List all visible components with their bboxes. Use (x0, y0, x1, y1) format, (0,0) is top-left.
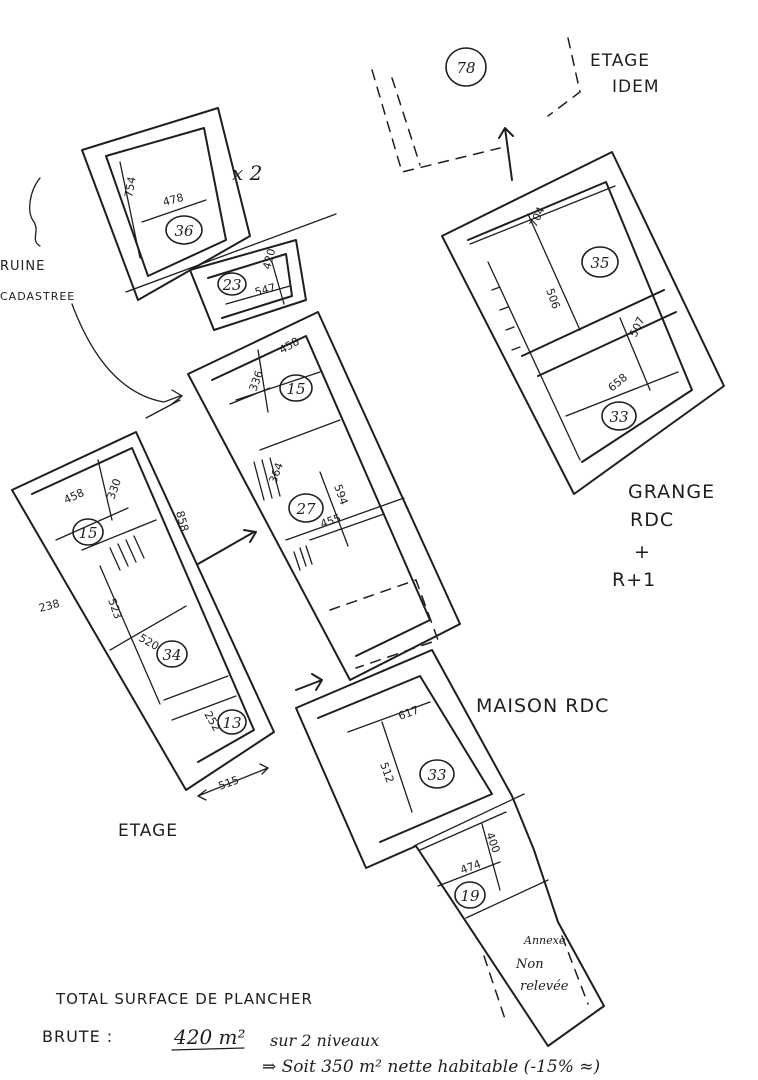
area-circle (581, 246, 619, 278)
grange-label-2: RDC (630, 509, 674, 531)
area-circle (165, 215, 203, 245)
room-area-13: 13 (222, 714, 241, 732)
top-left-block: 754 478 36 x 2 547 420 23 (81, 107, 337, 331)
area-circle (288, 493, 324, 523)
dim-15e-a: 458 (62, 486, 87, 507)
area-circle (445, 47, 487, 87)
dim-27-c: 364 (267, 461, 286, 485)
room-area-36: 36 (174, 222, 194, 240)
area-circle (601, 401, 637, 431)
dim-27-a: 455 (319, 511, 343, 530)
etage-idem-block: 78 ETAGE IDEM (371, 37, 660, 181)
room-area-15-maison: 15 (286, 380, 305, 398)
totals-line-1: TOTAL SURFACE DE PLANCHER (55, 990, 313, 1008)
dim-15m-b: 336 (247, 369, 266, 393)
dim-15m-a: 458 (277, 335, 302, 357)
dim-27-b: 594 (331, 483, 350, 507)
etage-idem-label-1: ETAGE (590, 51, 650, 71)
room-area-33-grange: 33 (609, 408, 628, 426)
dim-33m-a: 617 (397, 703, 421, 722)
room-area-23: 23 (221, 276, 241, 294)
grange-label-plus: + (634, 541, 651, 563)
maison-rdc-block: 617 512 33 474 400 19 Annexe Non relevée… (295, 649, 609, 1047)
room-area-15-etage: 15 (78, 524, 97, 542)
ruine-label-group: RUINE CADASTREE (0, 177, 184, 405)
totals-net: ⇒ Soit 350 m² nette habitable (-15% ≈) (262, 1057, 600, 1077)
dim-etage-width: 515 (217, 773, 241, 792)
totals-block: TOTAL SURFACE DE PLANCHER BRUTE : 420 m²… (42, 990, 600, 1077)
annexe-label-2: Non (515, 957, 544, 972)
area-circle (419, 759, 455, 789)
area-circle (279, 374, 313, 402)
totals-levels: sur 2 niveaux (270, 1031, 379, 1050)
maison-block: 458 336 15 455 594 364 27 (145, 311, 461, 681)
dim-34-a: 523 (105, 597, 124, 621)
dim-33m-b: 512 (377, 761, 396, 785)
annexe-label-1: Annexe (523, 934, 566, 947)
totals-brute-value: 420 m² (173, 1025, 246, 1049)
area-circle (217, 709, 247, 735)
maison-rdc-label: MAISON RDC (476, 695, 609, 717)
etage-block: 458 330 15 523 520 34 252 13 858 238 515… (11, 431, 275, 841)
dim-23-b: 420 (260, 247, 278, 271)
room-area-35: 35 (590, 254, 609, 272)
dim-19-b: 400 (483, 831, 502, 855)
area-circle (156, 640, 188, 668)
dim-etage-total: 858 (173, 509, 191, 533)
etage-idem-label-2: IDEM (612, 77, 660, 97)
area-circle (217, 272, 247, 296)
dim-13-a: 252 (201, 709, 223, 734)
area-circle (72, 518, 104, 546)
etage-label: ETAGE (118, 821, 178, 841)
ruine-label-2: CADASTREE (0, 290, 75, 303)
area-circle (454, 881, 486, 909)
ruine-label-1: RUINE (0, 259, 45, 274)
dim-15e-b: 330 (105, 477, 124, 501)
times-two-label: x 2 (232, 161, 262, 185)
room-area-34: 34 (162, 646, 181, 664)
dim-23-a: 547 (253, 281, 277, 299)
dim-33g-a: 658 (606, 371, 630, 394)
grange-label-1: GRANGE (628, 481, 715, 503)
dim-etage-left: 238 (37, 597, 61, 615)
room-area-27: 27 (295, 500, 316, 518)
dim-19-a: 474 (459, 857, 483, 876)
room-area-33-maison: 33 (427, 766, 446, 784)
grange-label-3: R+1 (612, 569, 656, 591)
room-area-19: 19 (460, 887, 480, 905)
totals-brute: BRUTE : (42, 1027, 113, 1046)
annexe-label-3: relevée (520, 979, 569, 994)
room-area-78: 78 (456, 59, 475, 77)
dim-36-b: 754 (122, 176, 138, 199)
grange-block: 704 506 35 658 507 33 GRANGE RDC + R+1 (441, 151, 725, 591)
dim-36-a: 478 (161, 191, 185, 209)
dim-35-b: 506 (543, 287, 562, 311)
